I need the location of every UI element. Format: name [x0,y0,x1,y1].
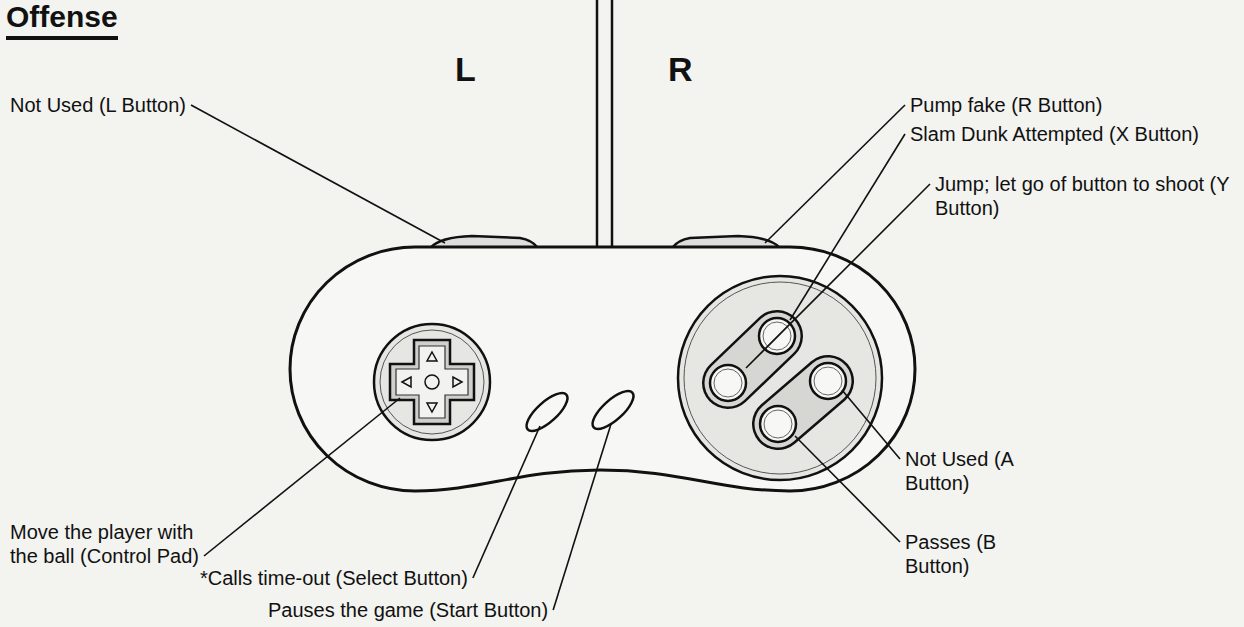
callout-label: Slam Dunk Attempted (X Button) [910,122,1210,146]
label-text: Slam Dunk Attempted (X Button) [910,123,1199,145]
callout-label: Jump; let go of button to shoot (Y Butto… [935,172,1235,220]
leader-line [191,105,445,243]
controller-body [290,247,915,491]
callout-label: Move the player with the ball (Control P… [10,520,210,568]
label-text: Passes (B Button) [905,531,996,577]
leader-line [795,436,900,542]
face-buttons [678,276,882,480]
label-text: Not Used (A Button) [905,448,1013,494]
leader-line [746,184,930,368]
label-text: L [455,50,476,88]
label-text: Move the player with the ball (Control P… [10,521,199,567]
heading: Offense [6,0,118,40]
cable [597,0,612,247]
label-text: Pauses the game (Start Button) [268,599,548,621]
callout-label: Pauses the game (Start Button) [268,598,688,622]
callout-label: Not Used (L Button) [10,93,330,117]
label-text: Jump; let go of button to shoot (Y Butto… [935,173,1229,219]
control-pad [374,324,490,440]
callout-label: L [455,50,476,88]
callout-label: R [668,50,693,88]
leader-line [553,424,611,610]
label-text: Not Used (L Button) [10,94,186,116]
callout-label: *Calls time-out (Select Button) [200,566,600,590]
callout-label: Not Used (A Button) [905,447,1055,495]
leader-line [204,398,400,556]
label-text: R [668,50,693,88]
leader-line [473,426,540,578]
leader-lines [191,105,930,610]
leader-line [765,105,905,243]
leader-line [842,390,900,459]
label-text: *Calls time-out (Select Button) [200,567,468,589]
label-text: Pump fake (R Button) [910,94,1102,116]
callout-label: Passes (B Button) [905,530,1015,578]
callout-label: Pump fake (R Button) [910,93,1230,117]
